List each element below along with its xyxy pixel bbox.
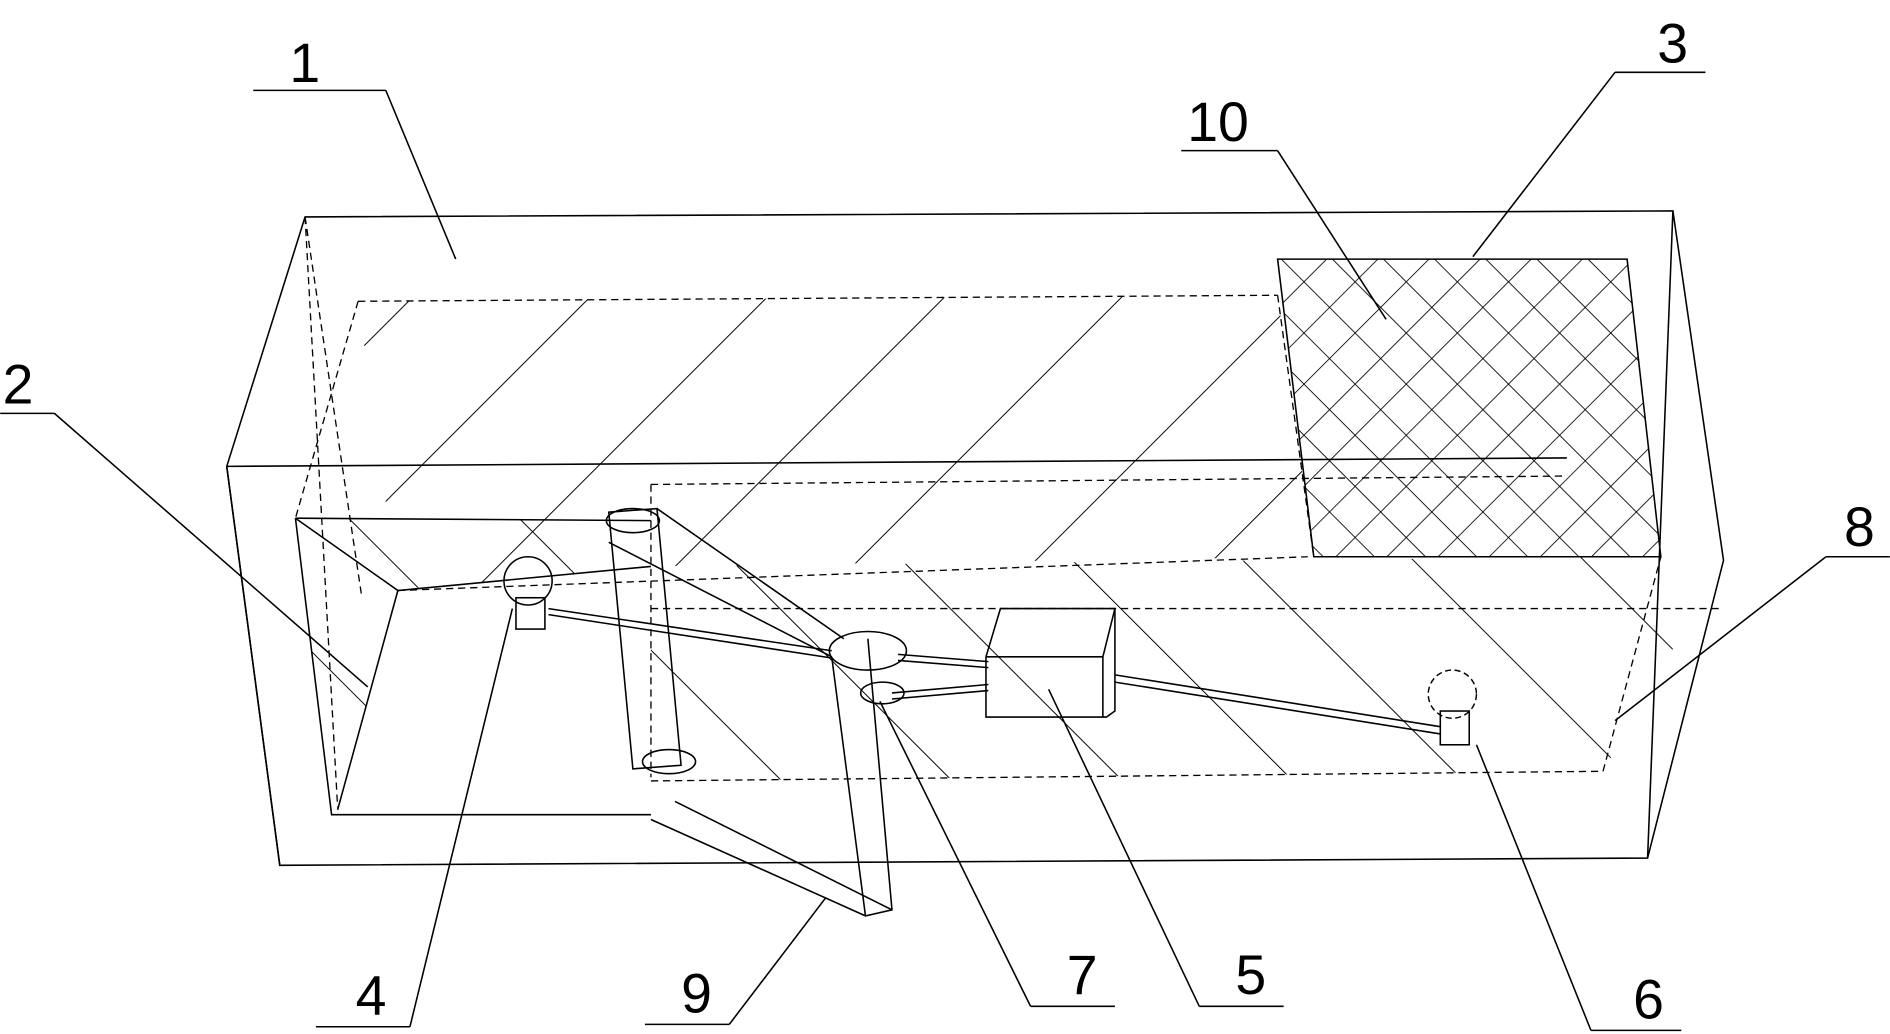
- label-10-text: 10: [1187, 91, 1249, 153]
- hatched-lower-region: [651, 557, 1724, 781]
- label-2-text: 2: [3, 354, 34, 416]
- label-6-text: 6: [1633, 968, 1664, 1030]
- label-3: 3: [1473, 13, 1706, 257]
- label-4-text: 4: [356, 965, 387, 1027]
- label-1-text: 1: [289, 32, 320, 94]
- label-3-text: 3: [1657, 13, 1688, 75]
- crosshatch-block: [1278, 259, 1661, 557]
- label-9-text: 9: [681, 962, 712, 1024]
- label-8-text: 8: [1844, 496, 1875, 558]
- label-7-text: 7: [1067, 944, 1098, 1006]
- label-5-text: 5: [1235, 944, 1266, 1006]
- label-1: 1: [253, 32, 455, 259]
- label-9: 9: [645, 898, 826, 1025]
